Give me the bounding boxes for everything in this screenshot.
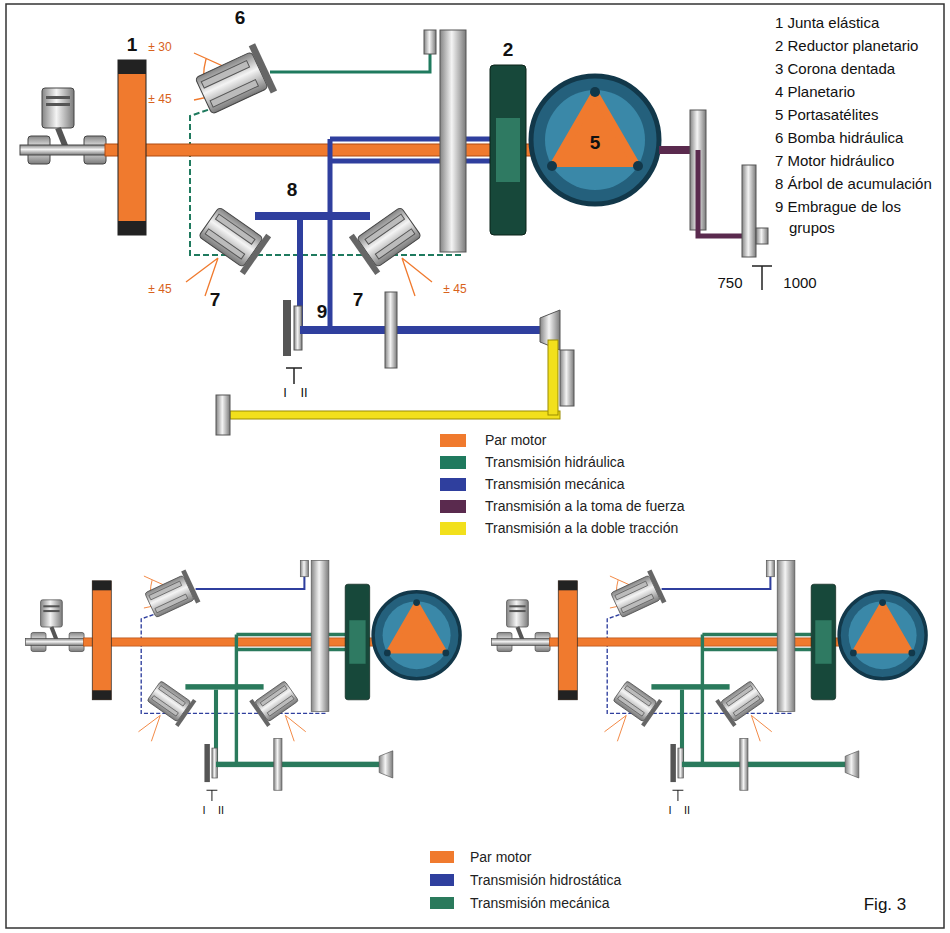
pto-speed: 750 — [717, 275, 742, 292]
legend-swatch — [440, 478, 466, 491]
pto-gear — [742, 165, 756, 257]
legend-text: Transmisión a la toma de fuerza — [485, 498, 684, 514]
callout-number: 2 — [503, 40, 514, 61]
legend-text: Transmisión hidráulica — [485, 454, 625, 470]
angle-label: ± 30 — [148, 41, 171, 54]
callout-number: 7 — [210, 290, 221, 311]
part-list-item: 2 Reductor planetario — [775, 35, 949, 56]
mechanism-variant — [492, 560, 927, 801]
legend-entry: Transmisión a la toma de fuerza — [440, 498, 684, 514]
legend-entry: Transmisión mecánica — [440, 476, 625, 492]
legend-text: Transmisión hidrostática — [470, 872, 621, 888]
part-list-item: 6 Bomba hidráulica — [775, 127, 949, 148]
legend-swatch — [430, 874, 454, 886]
legend-text: Transmisión mecánica — [470, 895, 610, 911]
pto-stub — [756, 228, 768, 244]
pto-speed-selector — [752, 266, 772, 290]
part-list-item: 3 Corona dentada — [775, 58, 949, 79]
legend-entry: Par motor — [440, 432, 546, 448]
legend-entry: Transmisión a la doble tracción — [440, 520, 678, 536]
legend-text: Par motor — [470, 849, 531, 865]
range-label: II — [684, 804, 690, 816]
legend-swatch — [440, 434, 466, 447]
legend-text: Transmisión mecánica — [485, 476, 625, 492]
callout-number: 1 — [127, 35, 138, 56]
angle-label: ± 45 — [148, 283, 171, 296]
range-label: I — [668, 804, 671, 816]
legend-entry: Transmisión mecánica — [430, 895, 610, 911]
range-label: II — [218, 804, 224, 816]
legend-text: Transmisión a la doble tracción — [485, 520, 678, 536]
front-drive-shaft — [230, 411, 560, 419]
part-list-item: 5 Portasatélites — [775, 104, 949, 125]
legend-swatch — [440, 456, 466, 469]
angle-label: ± 45 — [148, 93, 171, 106]
figure-caption: Fig. 3 — [864, 896, 907, 915]
front-drive-gear — [548, 340, 558, 415]
callout-number: 5 — [590, 133, 601, 154]
legend-entry: Par motor — [430, 849, 531, 865]
range-label: I — [202, 804, 205, 816]
range-label: II — [300, 386, 307, 400]
part-list-item: 7 Motor hidráulico — [775, 150, 949, 171]
part-list-item: 8 Árbol de acumulación — [775, 173, 949, 194]
pto-shaft — [698, 150, 745, 236]
main-mechanism — [20, 30, 659, 384]
legend-swatch — [430, 851, 454, 863]
part-list-item: 1 Junta elástica — [775, 12, 949, 33]
range-label: I — [283, 386, 287, 400]
legend-swatch — [440, 500, 466, 513]
angle-label: ± 45 — [443, 283, 466, 296]
legend-text: Par motor — [485, 432, 546, 448]
front-drive-gear — [560, 350, 574, 406]
mechanism-variant — [26, 560, 461, 801]
callout-number: 6 — [235, 8, 246, 29]
legend-entry: Transmisión hidrostática — [430, 872, 621, 888]
pto-speed: 1000 — [783, 275, 816, 292]
legend-swatch — [430, 897, 454, 909]
legend-swatch — [440, 522, 466, 535]
part-list-item: 9 Embrague de los grupos — [775, 196, 949, 238]
legend-entry: Transmisión hidráulica — [440, 454, 625, 470]
callout-number: 9 — [317, 302, 328, 323]
callout-number: 7 — [353, 290, 364, 311]
part-list-item: 4 Planetario — [775, 81, 949, 102]
front-drive-gear — [216, 395, 230, 435]
callout-number: 8 — [287, 180, 298, 201]
